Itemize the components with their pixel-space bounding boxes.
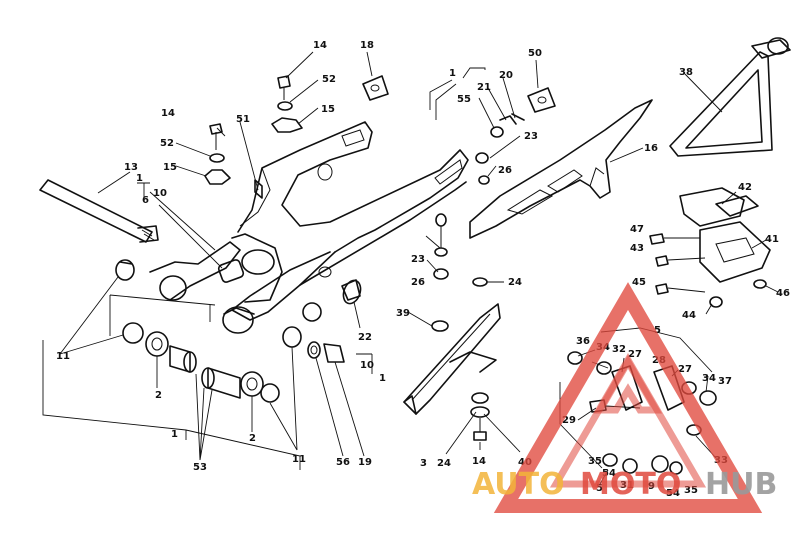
callout-34b: 34	[702, 373, 716, 384]
watermark-word-moto: MOTO	[580, 467, 681, 502]
callout-38: 38	[679, 67, 693, 78]
callout-10b: 10	[360, 360, 374, 371]
callout-39: 39	[396, 308, 410, 319]
callout-19: 19	[358, 457, 372, 468]
callout-3: 3	[420, 458, 427, 469]
callout-45: 45	[632, 277, 646, 288]
callout-46: 46	[776, 288, 790, 299]
callout-6: 6	[142, 195, 149, 206]
callout-27a: 27	[628, 349, 642, 360]
callout-54b: 54	[666, 488, 680, 499]
callout-23a: 23	[524, 131, 538, 142]
callout-35a: 35	[588, 456, 602, 467]
bearings-and-bushings	[115, 259, 361, 403]
callout-16: 16	[644, 143, 658, 154]
chain-slider	[403, 213, 501, 441]
callout-53: 53	[193, 462, 207, 473]
callout-52b: 52	[160, 138, 174, 149]
paddock-stand	[669, 37, 791, 157]
callout-18: 18	[360, 40, 374, 51]
callout-43: 43	[630, 243, 644, 254]
automotohub-watermark-logo: AUTO MOTO HUB	[472, 282, 777, 513]
callout-36: 36	[576, 336, 590, 347]
callout-44: 44	[682, 310, 696, 321]
callout-52a: 52	[322, 74, 336, 85]
callout-35b: 35	[684, 485, 698, 496]
callout-1b: 1	[449, 68, 456, 79]
callout-51: 51	[236, 114, 250, 125]
callout-1c: 1	[379, 373, 386, 384]
bolts-left	[204, 75, 303, 185]
callout-13: 13	[124, 162, 138, 173]
callout-24b: 24	[437, 458, 451, 469]
callout-5a: 5	[654, 325, 661, 336]
callout-26b: 26	[411, 277, 425, 288]
callout-37: 37	[718, 376, 732, 387]
callout-11a: 11	[56, 351, 70, 362]
callout-14a: 14	[313, 40, 327, 51]
pivot-axle	[39, 179, 159, 243]
callout-55: 55	[457, 94, 471, 105]
leader-lines	[42, 51, 779, 485]
callout-14c: 14	[472, 456, 486, 467]
watermark-word-auto: AUTO	[472, 467, 565, 502]
callout-labels: 1 1 1 1 2 2 3 5 5 6 9 10 10 11 11 13 14 …	[56, 40, 790, 499]
callout-1d: 1	[171, 429, 178, 440]
callout-29: 29	[562, 415, 576, 426]
callout-22: 22	[358, 332, 372, 343]
callout-26a: 26	[498, 165, 512, 176]
callout-54a: 54	[602, 468, 616, 479]
callout-2b: 2	[249, 433, 256, 444]
callout-47: 47	[630, 224, 644, 235]
callout-56: 56	[336, 457, 350, 468]
callout-32: 32	[612, 344, 626, 355]
callout-10a: 10	[153, 188, 167, 199]
callout-50: 50	[528, 48, 542, 59]
callout-41: 41	[765, 234, 779, 245]
small-plates	[342, 75, 556, 305]
callout-42: 42	[738, 182, 752, 193]
watermark-triangle-outer	[493, 282, 763, 513]
callout-20: 20	[499, 70, 513, 81]
callout-14b: 14	[161, 108, 175, 119]
watermark-word-hub: HUB	[705, 467, 777, 502]
callout-1a: 1	[136, 173, 143, 184]
rear-bracket	[649, 187, 771, 308]
callout-27b: 27	[678, 364, 692, 375]
callout-24a: 24	[508, 277, 522, 288]
callout-21: 21	[477, 82, 491, 93]
callout-5b: 5	[596, 483, 603, 494]
watermark-triangle-inner	[549, 353, 707, 488]
callout-23b: 23	[411, 254, 425, 265]
swingarm	[149, 121, 469, 334]
callout-2a: 2	[155, 390, 162, 401]
callout-15b: 15	[163, 162, 177, 173]
callout-11b: 11	[292, 454, 306, 465]
watermark-triangle-mid	[593, 355, 663, 414]
callout-15a: 15	[321, 104, 335, 115]
